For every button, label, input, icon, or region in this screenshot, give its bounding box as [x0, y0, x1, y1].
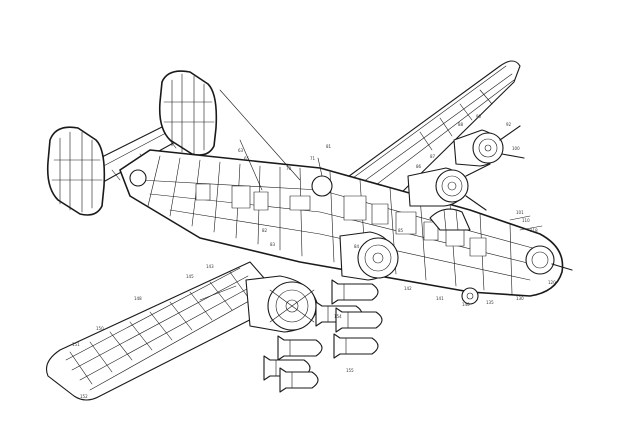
leader-lines — [199, 89, 543, 301]
callout-number: 81 — [326, 144, 332, 149]
callout-number: 70 — [286, 166, 292, 171]
callout-number: 130 — [516, 296, 524, 301]
callout-number: 85 — [398, 228, 404, 233]
tail-fin-right — [158, 70, 218, 156]
engine-nacelle-inner-left — [339, 231, 399, 281]
engine-nacelle-inner-right — [407, 163, 491, 211]
callout-number: 87 — [430, 154, 436, 159]
bomb-stack — [263, 279, 383, 393]
callout-number: 90 — [476, 114, 482, 119]
callout-number: 84 — [354, 244, 360, 249]
callout-number: 145 — [186, 274, 194, 279]
callout-number: 151 — [72, 342, 80, 347]
callout-number: 152 — [80, 394, 88, 399]
bomb — [333, 333, 379, 359]
callout-number: 63 — [238, 148, 244, 153]
tail-fin-left — [46, 126, 106, 216]
bomb — [279, 367, 319, 393]
callout-number: 86 — [416, 164, 422, 169]
callout-number: 135 — [486, 300, 494, 305]
engine-nacelle-outer-left — [245, 275, 319, 333]
callout-number: 101 — [516, 210, 524, 215]
callout-number: 88 — [458, 122, 464, 127]
left-wing — [45, 261, 286, 401]
fuselage — [119, 149, 573, 305]
bomb — [331, 279, 379, 305]
callout-number: 148 — [134, 296, 142, 301]
callout-number: 120 — [548, 280, 556, 285]
bomb — [335, 307, 383, 333]
callout-number: 140 — [462, 302, 470, 307]
callout-number: 71 — [310, 156, 316, 161]
callout-number: 154 — [334, 314, 342, 319]
callout-number: 100 — [512, 146, 520, 151]
callout-number: 83 — [270, 242, 276, 247]
callout-number: 155 — [346, 368, 354, 373]
right-wing — [329, 60, 521, 199]
callout-number: 65 — [244, 156, 250, 161]
callout-number: 82 — [262, 228, 268, 233]
callout-number: 143 — [206, 264, 214, 269]
callout-number: 141 — [436, 296, 444, 301]
callout-number: 92 — [506, 122, 512, 127]
engine-nacelle-outer-right — [453, 125, 525, 167]
bomb — [277, 335, 323, 361]
callout-number: 150 — [96, 326, 104, 331]
callout-number: 118 — [530, 228, 538, 233]
callout-number: 142 — [404, 286, 412, 291]
callout-number: 110 — [522, 218, 530, 223]
